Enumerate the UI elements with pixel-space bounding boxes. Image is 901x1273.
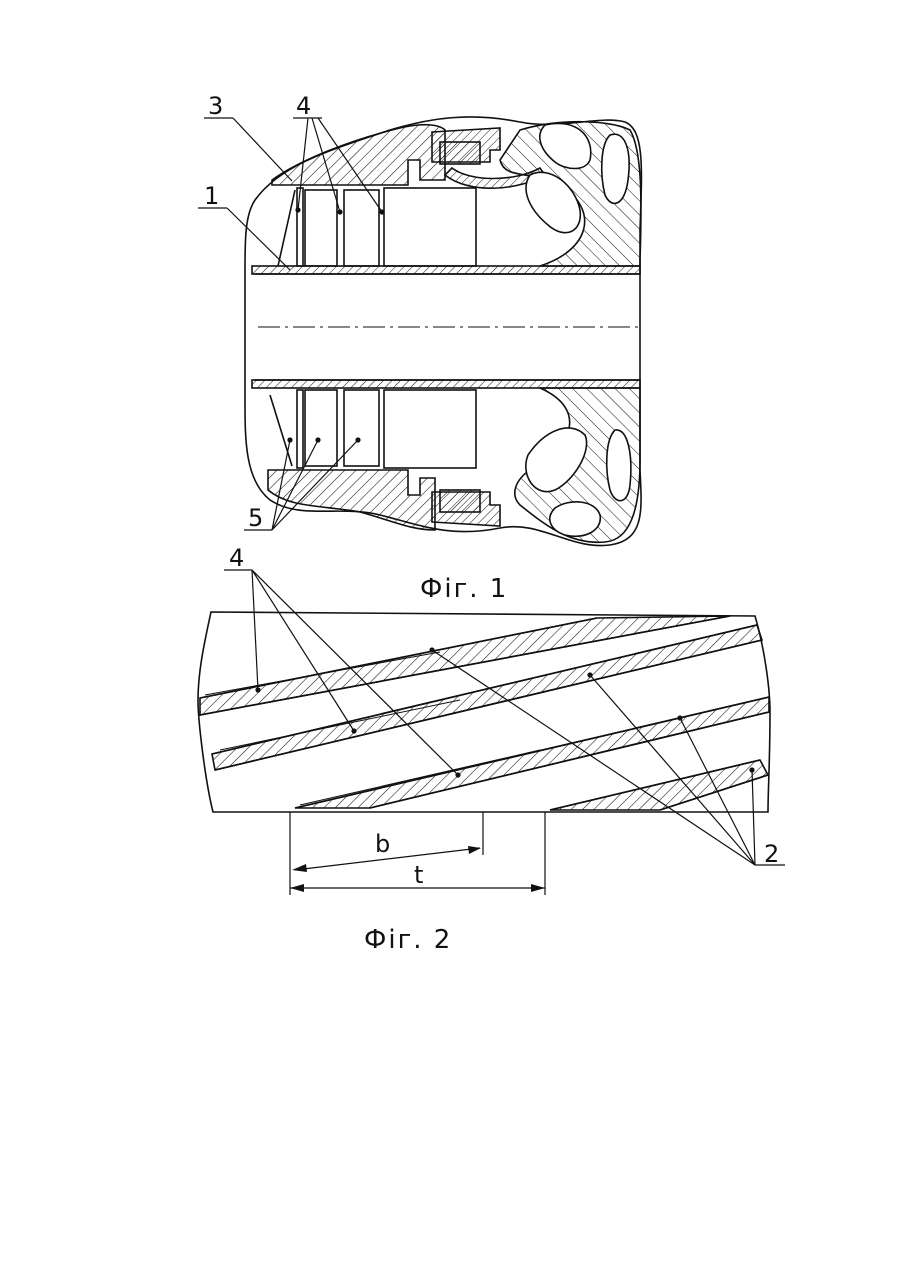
fig2-label-4: 4 (229, 544, 244, 572)
fig1-label-4: 4 (296, 92, 311, 120)
fig1-label-3: 3 (208, 92, 223, 120)
fig1-label-5: 5 (248, 504, 263, 532)
fig1-hub-window-6 (607, 430, 631, 501)
fig1-upper-ring-1 (297, 188, 303, 266)
fig1-upper-ring-3 (344, 190, 379, 266)
figure-1 (198, 117, 641, 546)
fig2-caption: Фіг. 2 (364, 925, 452, 955)
fig1-label-1: 1 (204, 182, 219, 210)
fig1-upper-housing (272, 125, 445, 185)
fig1-lower-ring-3 (344, 390, 379, 466)
fig1-hub-window-3 (602, 134, 629, 203)
fig1-upper-ring-2 (305, 190, 337, 266)
fig1-lower-housing (268, 470, 435, 530)
fig2-label-b: b (375, 830, 390, 858)
figure-2 (198, 570, 785, 895)
fig2-label-t: t (414, 861, 423, 889)
fig1-caption: Фіг. 1 (420, 574, 508, 604)
fig1-lower-ring-1 (297, 390, 303, 468)
fig1-upper-ring-4 (384, 188, 476, 266)
fig1-lower-tube-wall (252, 380, 640, 388)
fig1-lower-ring-2 (305, 390, 337, 466)
fig1-hub-window-5 (550, 502, 601, 536)
fig1-lower-ring-4 (384, 390, 476, 468)
fig1-upper-tube-wall (252, 266, 640, 274)
fig2-label-2: 2 (764, 840, 779, 868)
